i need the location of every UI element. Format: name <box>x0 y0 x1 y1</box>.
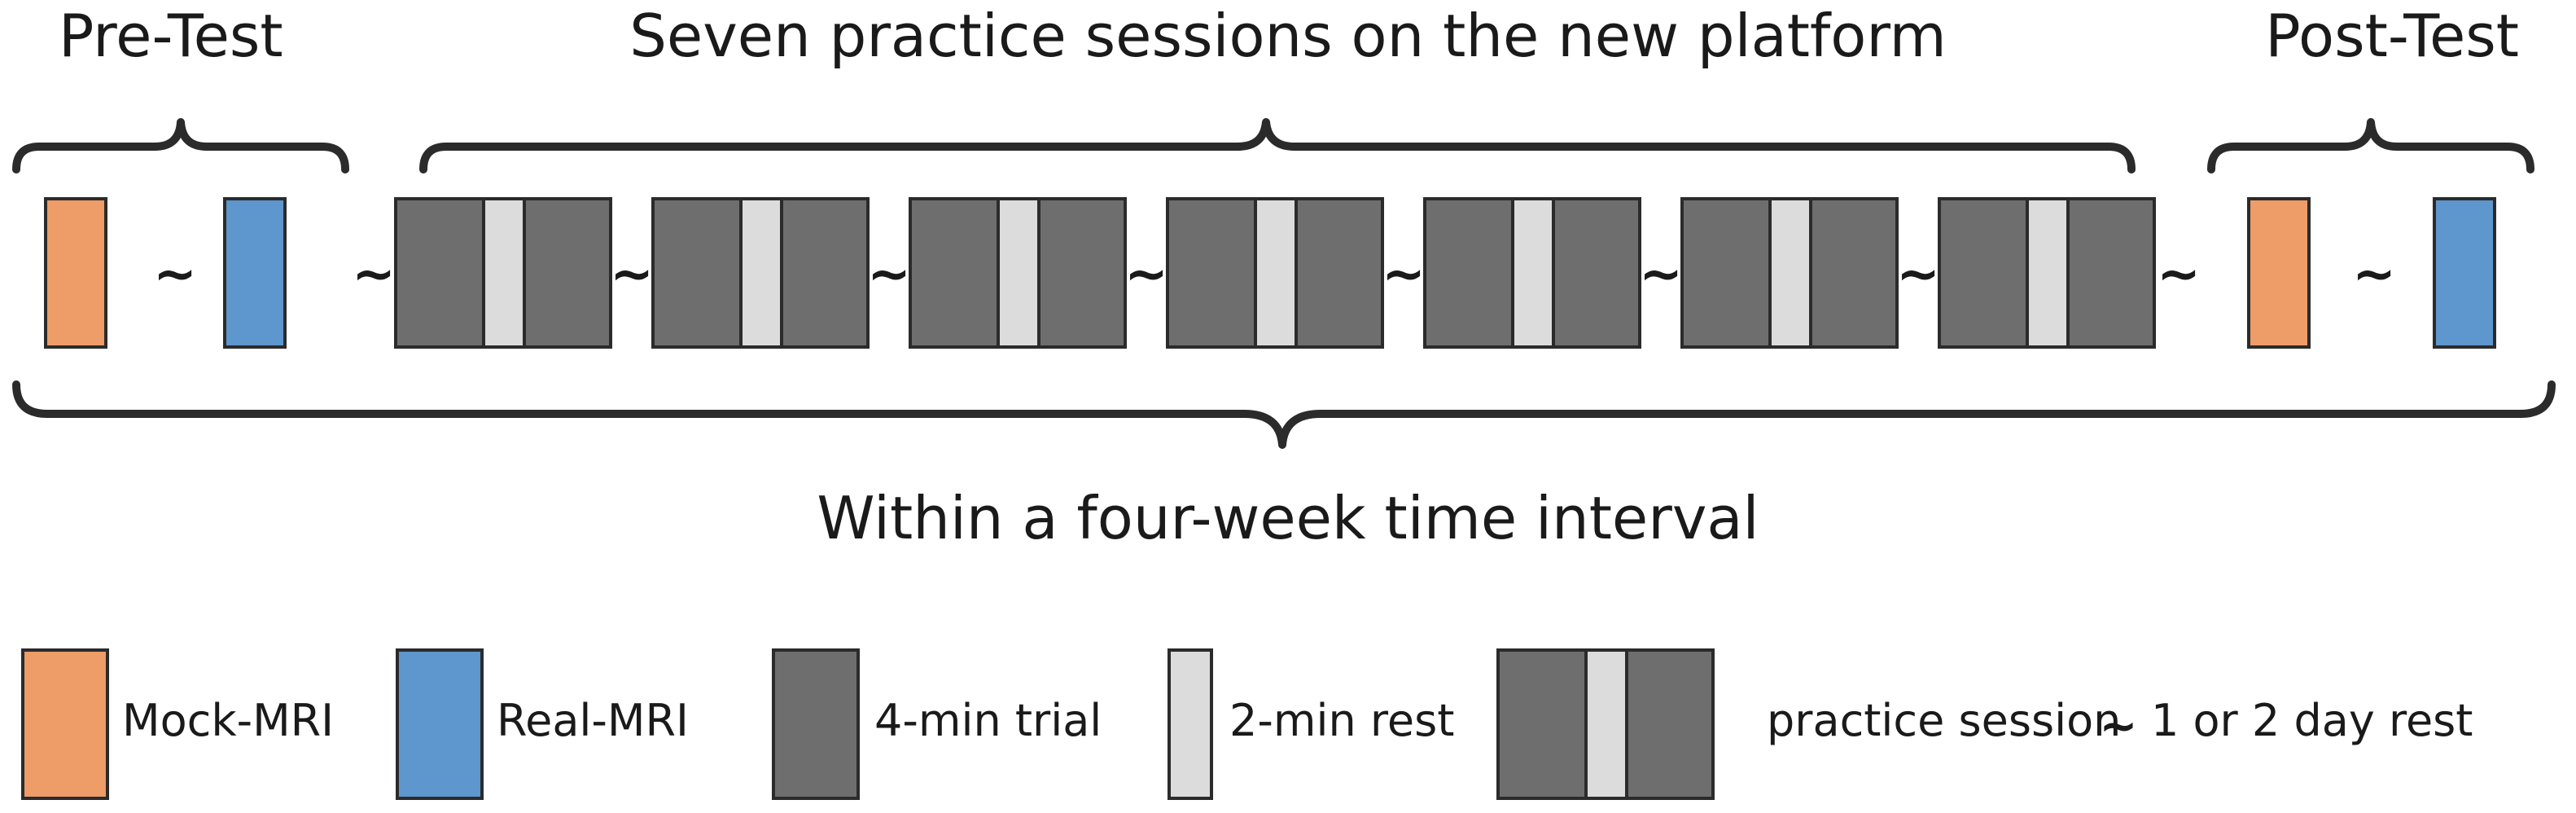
time-interval-label: Within a four-week time interval <box>817 484 1759 552</box>
tilde-separator: ~ <box>153 244 197 305</box>
practice-session-1 <box>394 197 612 349</box>
tilde-separator: ~ <box>1896 244 1940 305</box>
post-test-mock-mri-block <box>2247 197 2311 349</box>
post-test-brace <box>2207 118 2534 174</box>
practice-session-3 <box>909 197 1127 349</box>
practice-session-7 <box>1938 197 2156 349</box>
pre-test-brace <box>12 118 349 174</box>
tilde-separator: ~ <box>1382 244 1426 305</box>
interval-brace <box>12 380 2556 449</box>
legend-trial-label: 4-min trial <box>874 695 1102 746</box>
legend-session-swatch <box>1496 648 1715 800</box>
legend-rest-label: 2-min rest <box>1229 695 1455 746</box>
practice-sessions-title: Seven practice sessions on the new platf… <box>629 2 1947 70</box>
tilde-separator: ~ <box>610 244 654 305</box>
tilde-separator: ~ <box>2352 244 2396 305</box>
practice-session-5 <box>1423 197 1641 349</box>
practice-brace <box>419 118 2136 174</box>
tilde-separator: ~ <box>1124 244 1168 305</box>
legend-mock-mri-swatch <box>21 648 109 800</box>
pre-test-title: Pre-Test <box>59 2 283 70</box>
tilde-separator: ~ <box>352 244 396 305</box>
legend-rest-swatch <box>1168 648 1213 800</box>
post-test-title: Post-Test <box>2265 2 2519 70</box>
tilde-separator: ~ <box>1639 244 1683 305</box>
legend-real-mri-label: Real-MRI <box>497 695 689 746</box>
tilde-separator: ~ <box>2157 244 2201 305</box>
legend-trial-swatch <box>772 648 860 800</box>
pre-test-mock-mri-block <box>44 197 107 349</box>
legend-tilde: ~ <box>2100 700 2138 753</box>
legend-session-label: practice session <box>1767 695 2122 746</box>
legend-real-mri-swatch <box>396 648 484 800</box>
legend-mock-mri-label: Mock-MRI <box>122 695 335 746</box>
practice-session-6 <box>1680 197 1899 349</box>
post-test-real-mri-block <box>2433 197 2496 349</box>
tilde-separator: ~ <box>867 244 911 305</box>
practice-session-4 <box>1166 197 1384 349</box>
practice-session-2 <box>651 197 870 349</box>
pre-test-real-mri-block <box>223 197 287 349</box>
legend-day-rest-label: 1 or 2 day rest <box>2151 695 2473 746</box>
